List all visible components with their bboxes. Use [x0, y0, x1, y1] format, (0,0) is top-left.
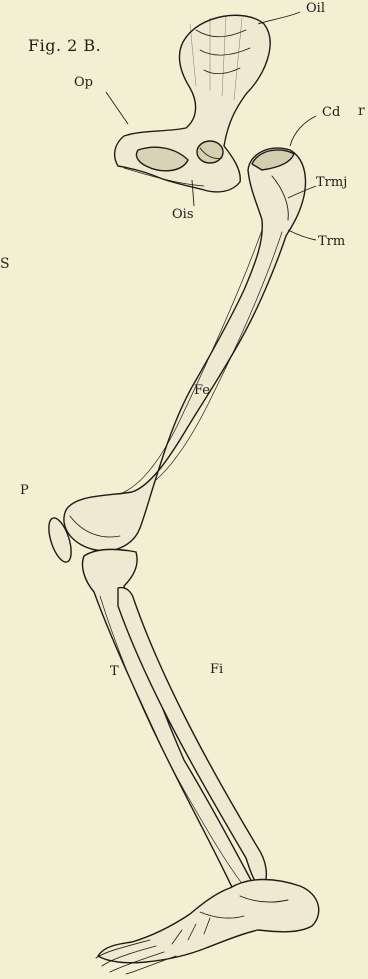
- acetabulum: [197, 141, 223, 163]
- label-fe: Fe: [194, 384, 210, 397]
- label-oil: Oil: [306, 2, 325, 15]
- leader-trm: [288, 230, 316, 240]
- leader-cd: [290, 116, 316, 146]
- figure-title: Fig. 2 B.: [28, 38, 101, 54]
- label-fi: Fi: [210, 663, 223, 676]
- label-ois: Ois: [172, 208, 194, 221]
- label-op: Op: [74, 76, 93, 89]
- tibia-bone: [82, 549, 252, 899]
- fibula-bone: [118, 588, 266, 888]
- leader-oil: [258, 12, 300, 24]
- leader-op: [106, 92, 128, 124]
- label-trm: Trm: [318, 235, 345, 248]
- edge-mark-2: S: [0, 257, 10, 271]
- label-cd: Cd: [322, 106, 340, 119]
- edge-mark-1: r: [358, 104, 365, 118]
- label-p: P: [20, 484, 29, 497]
- label-t: T: [110, 665, 119, 678]
- foot-bones: [96, 880, 319, 975]
- label-trmj: Trmj: [316, 176, 347, 189]
- pelvis-bone: [115, 15, 270, 192]
